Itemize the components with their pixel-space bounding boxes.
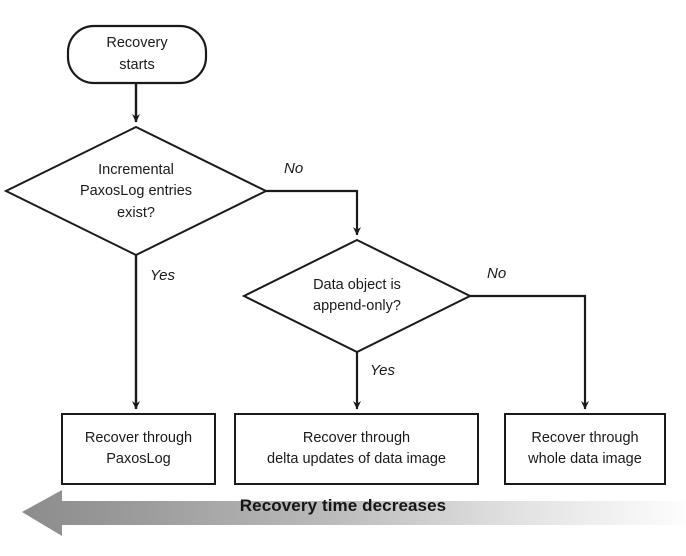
outcome-delta-shape — [234, 413, 479, 485]
decision-append-only-shape — [241, 238, 473, 354]
edge-paxoslog-no — [266, 189, 361, 236]
edge-label-append-only-yes: Yes — [370, 362, 396, 379]
edge-label-append-only-no: No — [487, 265, 507, 282]
outcome-whole-shape — [504, 413, 666, 485]
recovery-time-banner-arrow — [22, 490, 686, 536]
decision-paxoslog-shape — [3, 125, 269, 257]
outcome-paxoslog-shape — [61, 413, 216, 485]
start-node-shape — [66, 24, 208, 85]
edge-label-paxoslog-no: No — [284, 160, 304, 177]
recovery-time-banner-label: Recovery time decreases — [239, 496, 447, 515]
edge-append-only-no — [470, 294, 589, 410]
edge-label-paxoslog-yes: Yes — [150, 267, 176, 284]
